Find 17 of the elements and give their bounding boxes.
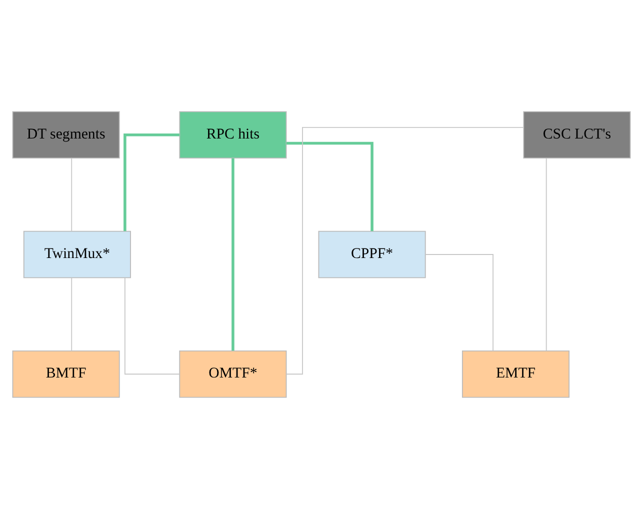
connector — [286, 141, 374, 231]
connector — [546, 157, 547, 351]
connector — [124, 276, 180, 374]
node-box: BMTF — [12, 350, 120, 398]
connector — [425, 254, 494, 351]
node-box: CPPF* — [318, 230, 426, 278]
connector — [286, 126, 524, 374]
node-box: EMTF — [462, 350, 570, 398]
connector — [71, 157, 72, 232]
node-box: TwinMux* — [23, 230, 131, 278]
node-box: OMTF* — [179, 350, 287, 398]
node-box: CSC LCT's — [523, 110, 631, 158]
connector — [71, 276, 72, 351]
node-box: DT segments — [12, 110, 120, 158]
connector — [124, 133, 180, 231]
node-box: RPC hits — [179, 110, 287, 158]
connector — [232, 158, 234, 350]
